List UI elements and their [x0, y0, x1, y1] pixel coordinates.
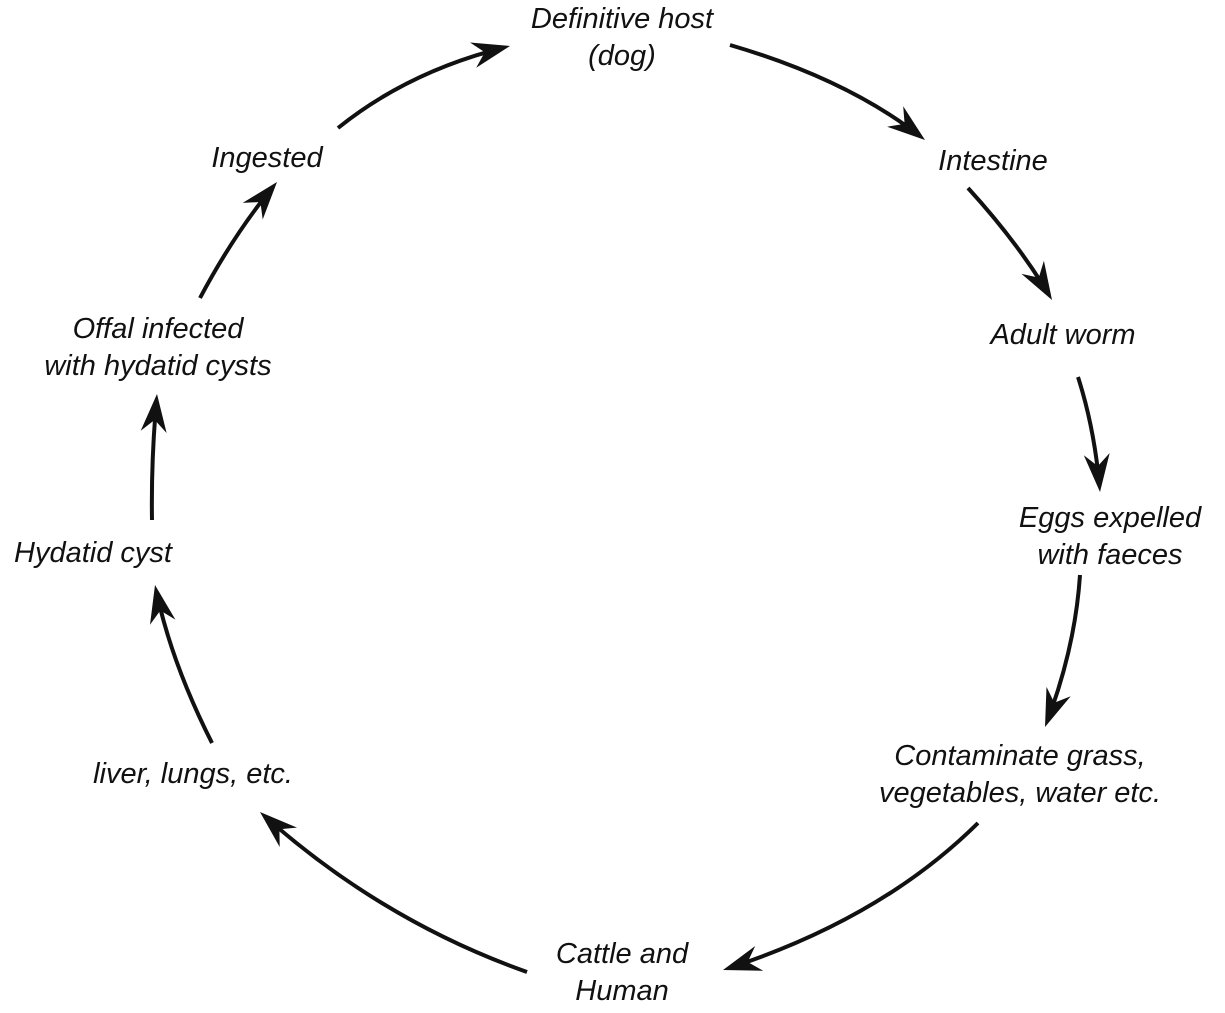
node-label-line: with hydatid cysts	[44, 350, 271, 382]
node-label-line: Ingested	[211, 142, 323, 174]
arrow-head	[1045, 686, 1071, 727]
arrow-line	[1076, 376, 1102, 493]
node-label-line: with faeces	[1037, 539, 1182, 571]
arrow-head	[140, 394, 167, 433]
node-label-line: Cattle and	[556, 938, 689, 970]
node-ingested: Ingested	[211, 142, 323, 174]
arrow-head	[723, 946, 764, 971]
node-label-line: Definitive host	[531, 3, 715, 35]
node-label-line: Intestine	[938, 145, 1048, 177]
arrow-head	[150, 585, 176, 625]
arrow-head	[260, 812, 297, 847]
arrow-head	[242, 182, 277, 220]
arrow-line	[722, 821, 980, 972]
node-definitive-host: Definitive host (dog)	[531, 3, 715, 72]
node-label-line: Eggs expelled	[1019, 502, 1202, 534]
node-hydatid-cyst: Hydatid cyst	[14, 537, 174, 569]
node-label-line: Adult worm	[988, 319, 1135, 351]
node-eggs-expelled: Eggs expelled with faeces	[1019, 502, 1202, 571]
node-label-line: (dog)	[588, 40, 656, 72]
arrow-organs-to-hydatid-cyst	[150, 584, 214, 744]
node-label-line: vegetables, water etc.	[879, 777, 1161, 809]
arrow-line	[966, 186, 1054, 302]
arrow-line	[1043, 574, 1082, 728]
arrow-definitive-host-to-intestine	[729, 43, 927, 142]
arrow-line	[153, 584, 214, 744]
node-intestine: Intestine	[938, 145, 1048, 177]
node-label-line: Offal infected	[73, 313, 245, 345]
arrow-adult-worm-to-eggs-expelled	[1076, 376, 1110, 493]
arrow-head	[887, 106, 925, 140]
node-contaminate: Contaminate grass, vegetables, water etc.	[879, 740, 1161, 809]
arrow-cattle-human-to-organs	[258, 810, 528, 974]
arrow-line	[149, 393, 159, 521]
arrow-head	[1083, 453, 1110, 492]
arrow-head	[1021, 260, 1052, 300]
node-label-line: Contaminate grass,	[894, 740, 1145, 772]
arrow-line	[258, 810, 528, 974]
arrow-intestine-to-adult-worm	[966, 186, 1054, 302]
arrow-eggs-expelled-to-contaminate	[1043, 574, 1082, 728]
arrow-contaminate-to-cattle-human	[722, 821, 980, 972]
node-organs: liver, lungs, etc.	[93, 758, 293, 790]
arrow-line	[198, 180, 279, 299]
edges-layer	[140, 42, 1110, 974]
arrow-ingested-to-definitive-host	[336, 42, 511, 130]
node-label-line: liver, lungs, etc.	[93, 758, 293, 790]
arrow-hydatid-cyst-to-offal	[140, 393, 167, 521]
node-label-line: Hydatid cyst	[14, 537, 174, 569]
arrow-head	[470, 42, 510, 68]
arrow-offal-to-ingested	[198, 180, 279, 299]
node-offal: Offal infected with hydatid cysts	[44, 313, 271, 382]
node-adult-worm: Adult worm	[988, 319, 1135, 351]
node-label-line: Human	[575, 975, 669, 1007]
